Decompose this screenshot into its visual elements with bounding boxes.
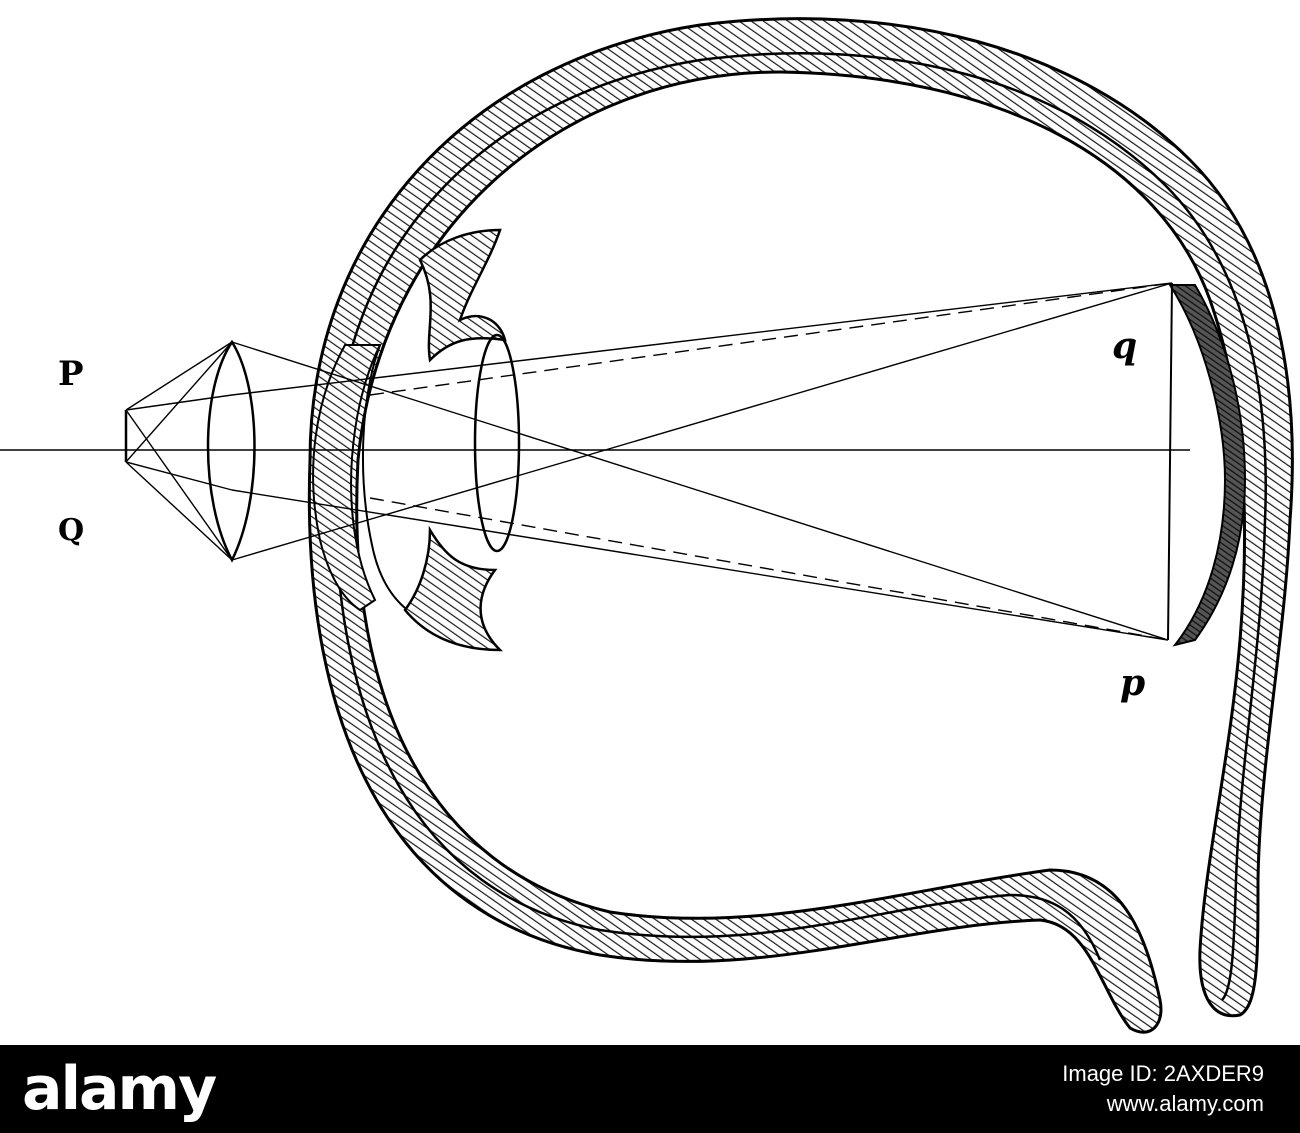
image-qp bbox=[1167, 282, 1173, 641]
watermark-footer: alamy Image ID: 2AXDER9 www.alamy.com bbox=[0, 1045, 1300, 1133]
ray-bundle-eye bbox=[231, 282, 1173, 641]
image-id-text: Image ID: 2AXDER9 bbox=[1062, 1061, 1264, 1086]
retina bbox=[1168, 284, 1247, 647]
site-url: www.alamy.com bbox=[1106, 1091, 1264, 1116]
iris-lower bbox=[403, 525, 504, 652]
label-p-object: P bbox=[58, 354, 84, 394]
ray-bundle-object bbox=[125, 341, 233, 561]
choroid-boundary bbox=[333, 52, 1267, 1001]
eye-diagram: P Q q p bbox=[0, 17, 1294, 1034]
cornea bbox=[312, 344, 382, 612]
crystalline-lens bbox=[473, 333, 521, 553]
alamy-logo: alamy bbox=[22, 1054, 217, 1124]
label-q-object: Q bbox=[58, 513, 84, 548]
sclera-outer-layer bbox=[307, 17, 1294, 1034]
anterior-chamber bbox=[362, 344, 406, 609]
external-lens bbox=[206, 339, 256, 563]
iris-upper bbox=[418, 228, 507, 363]
label-q-image: q bbox=[1112, 325, 1137, 367]
label-p-image: p bbox=[1120, 662, 1145, 704]
footer-info: Image ID: 2AXDER9 www.alamy.com bbox=[1062, 1059, 1264, 1119]
